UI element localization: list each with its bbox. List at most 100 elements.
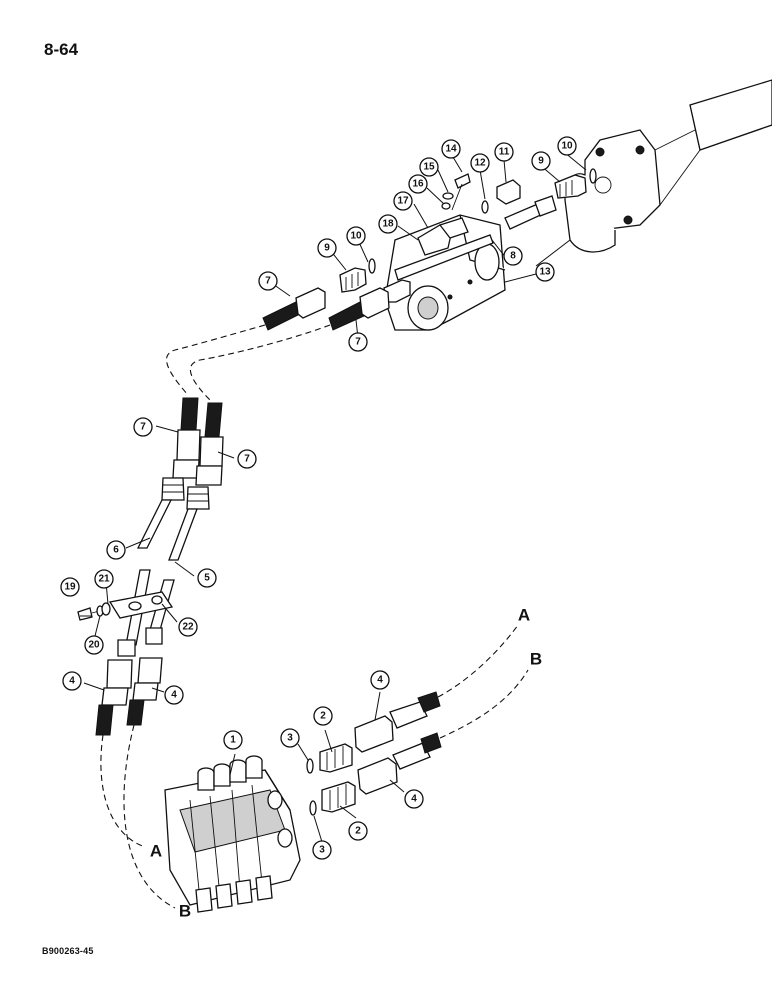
- callout-22: 22: [178, 617, 198, 637]
- tube-8: [504, 195, 557, 230]
- svg-text:19: 19: [64, 582, 76, 593]
- svg-text:13: 13: [539, 267, 551, 278]
- hose-end-7-mid-right: [195, 402, 224, 486]
- o-ring-3-upper: [306, 758, 314, 774]
- o-ring-10-left: [368, 258, 376, 274]
- connection-letter-A-lower: A: [150, 842, 162, 861]
- callout-11: 11: [494, 142, 514, 162]
- hose-end-7-mid-left: [172, 397, 201, 479]
- callout-18: 18: [378, 214, 398, 234]
- hose-to-A-lower: [100, 734, 146, 848]
- callout-10-right: 10: [557, 136, 577, 156]
- hose-to-A-upper: [437, 624, 519, 698]
- callout-7-top-right: 7: [348, 332, 368, 352]
- callout-8: 8: [503, 246, 523, 266]
- callout-2-upper: 2: [313, 706, 333, 726]
- svg-text:1: 1: [230, 735, 236, 746]
- svg-text:4: 4: [171, 690, 177, 701]
- control-valve-1: [164, 755, 301, 913]
- svg-text:20: 20: [88, 640, 100, 651]
- callout-13: 13: [535, 262, 555, 282]
- hose-end-4-upper: [354, 691, 441, 753]
- svg-text:18: 18: [382, 219, 394, 230]
- callout-16: 16: [408, 174, 428, 194]
- connection-letter-B-upper: B: [530, 650, 542, 669]
- svg-text:16: 16: [412, 179, 424, 190]
- svg-text:4: 4: [69, 676, 75, 687]
- callout-4-lower: 4: [404, 789, 424, 809]
- adapter-2-upper: [319, 743, 353, 773]
- svg-text:8: 8: [510, 251, 516, 262]
- callout-10-left: 10: [346, 226, 366, 246]
- svg-text:22: 22: [182, 622, 194, 633]
- callout-9-left: 9: [317, 238, 337, 258]
- washer-16: [441, 202, 451, 210]
- hose-end-4-left-2: [126, 657, 163, 726]
- svg-text:5: 5: [204, 573, 210, 584]
- o-ring-12: [481, 200, 489, 214]
- figure-code: B900263-45: [42, 946, 94, 956]
- svg-text:10: 10: [561, 141, 573, 152]
- callout-3-lower: 3: [312, 840, 332, 860]
- hose-line-2: [189, 324, 331, 401]
- washer-15: [442, 192, 454, 200]
- svg-text:14: 14: [445, 144, 457, 155]
- svg-text:3: 3: [287, 733, 293, 744]
- page-number: 8-64: [44, 40, 79, 59]
- svg-text:9: 9: [538, 156, 544, 167]
- svg-text:7: 7: [265, 276, 271, 287]
- svg-text:B: B: [179, 902, 191, 921]
- rod: [394, 234, 494, 281]
- o-ring-10-right: [589, 168, 597, 184]
- svg-text:7: 7: [244, 454, 250, 465]
- svg-text:4: 4: [411, 794, 417, 805]
- svg-text:9: 9: [324, 243, 330, 254]
- svg-text:21: 21: [98, 574, 110, 585]
- plug-11: [496, 179, 521, 205]
- callout-19: 19: [60, 577, 80, 597]
- hose-line-1: [166, 324, 266, 396]
- adapter-9-left: [339, 267, 367, 293]
- adapter-9-right: [554, 174, 587, 199]
- svg-text:11: 11: [499, 147, 510, 158]
- hose-to-B-upper: [439, 669, 529, 739]
- hydraulic-cylinder: [564, 79, 772, 253]
- nut-6: [161, 477, 185, 501]
- callout-3-upper: 3: [280, 728, 300, 748]
- svg-text:4: 4: [377, 675, 383, 686]
- svg-text:2: 2: [355, 826, 361, 837]
- callout-7-mid-left: 7: [133, 417, 153, 437]
- hose-end-7-top-left: [262, 287, 326, 331]
- bolt-14: [451, 173, 471, 211]
- svg-text:2: 2: [320, 711, 326, 722]
- hose-to-B-lower: [123, 724, 176, 909]
- callout-15: 15: [419, 157, 439, 177]
- callout-4-left-1: 4: [62, 671, 82, 691]
- nut-lower-right: [145, 627, 163, 645]
- callout-12: 12: [470, 153, 490, 173]
- washer-21: [101, 602, 111, 616]
- svg-text:7: 7: [140, 422, 146, 433]
- svg-text:15: 15: [423, 162, 435, 173]
- callout-9-right: 9: [531, 151, 551, 171]
- callout-7-mid-right: 7: [237, 449, 257, 469]
- tube-5-upper: [168, 508, 198, 561]
- callout-6: 6: [106, 540, 126, 560]
- svg-text:B: B: [530, 650, 542, 669]
- callout-20: 20: [84, 635, 104, 655]
- callout-7-top-left: 7: [258, 271, 278, 291]
- o-ring-3-lower: [309, 800, 317, 816]
- connection-letter-B-lower: B: [179, 902, 191, 921]
- callout-4-left-2: 4: [164, 685, 184, 705]
- hose-end-4-lower: [357, 732, 442, 795]
- svg-text:6: 6: [113, 545, 119, 556]
- nut-lower-left: [117, 639, 136, 657]
- svg-text:A: A: [150, 842, 162, 861]
- callout-1: 1: [223, 730, 243, 750]
- callout-5: 5: [197, 568, 217, 588]
- hose-end-4-left-1: [95, 659, 133, 736]
- clamp-22: [108, 591, 174, 619]
- clamp-17: [417, 217, 469, 256]
- svg-text:7: 7: [355, 337, 361, 348]
